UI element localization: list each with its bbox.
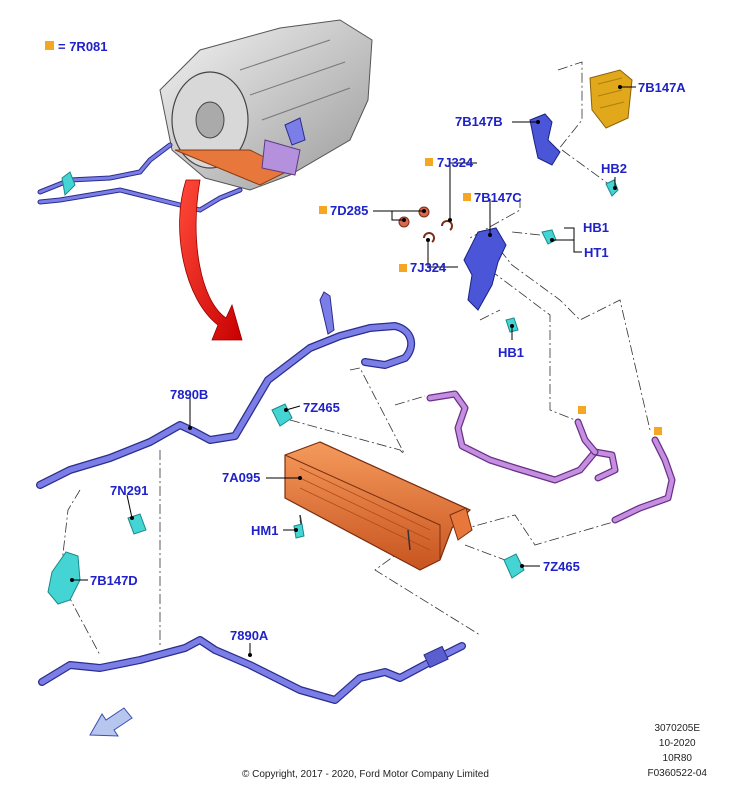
marker-7R081-a — [578, 406, 586, 414]
label-7A095: 7A095 — [222, 470, 260, 485]
leader-lines — [70, 85, 636, 657]
hose-lower — [611, 436, 676, 524]
legend-text: = 7R081 — [58, 39, 108, 54]
label-HB1-bottom: HB1 — [498, 345, 524, 360]
tube-7890A — [38, 636, 466, 704]
orientation-arrow-icon — [89, 707, 133, 737]
id-line: 10R80 — [662, 753, 692, 764]
label-7B147A: 7B147A — [638, 80, 686, 95]
bracket-7B147D — [47, 551, 81, 605]
tube-7890B — [36, 291, 416, 489]
clip-HM1 — [293, 523, 305, 539]
label-7J324-bottom: 7J324 — [410, 260, 447, 275]
label-7J324-top: 7J324 — [437, 155, 474, 170]
label-7Z465-top: 7Z465 — [303, 400, 340, 415]
bracket-7B147A — [589, 69, 633, 129]
transmission-illustration — [37, 19, 373, 213]
document-ids: 3070205E 10-2020 10R80 F0360522-04 — [648, 721, 708, 781]
label-7890A: 7890A — [230, 628, 269, 643]
label-7N291: 7N291 — [110, 483, 148, 498]
label-HM1: HM1 — [251, 523, 278, 538]
label-HB2: HB2 — [601, 161, 627, 176]
bracket-7B147C — [463, 227, 507, 311]
label-7Z465-bottom: 7Z465 — [543, 559, 580, 574]
id-line: F0360522-04 — [647, 768, 708, 779]
label-7B147B: 7B147B — [455, 114, 503, 129]
label-7B147D: 7B147D — [90, 573, 138, 588]
marker-7R081-7D285 — [319, 206, 327, 214]
hose-upper — [426, 390, 619, 484]
clip-HB1-HT1 — [541, 229, 557, 245]
clip-7Z465-bottom — [503, 553, 525, 579]
label-7890B: 7890B — [170, 387, 208, 402]
copyright-text: © Copyright, 2017 - 2020, Ford Motor Com… — [242, 769, 489, 780]
red-callout-arrow — [179, 179, 243, 341]
marker-7R081-7J324-top — [425, 158, 433, 166]
marker-7R081-7B147C — [463, 193, 471, 201]
marker-7R081-b — [654, 427, 662, 435]
label-7B147C: 7B147C — [474, 190, 522, 205]
id-line: 3070205E — [654, 723, 701, 734]
label-7D285: 7D285 — [330, 203, 368, 218]
marker-7R081-7J324-bottom — [399, 264, 407, 272]
cooler-7A095 — [284, 441, 473, 571]
legend-swatch — [45, 41, 54, 50]
bracket-7B147B — [529, 113, 561, 166]
label-HT1: HT1 — [584, 245, 609, 260]
id-line: 10-2020 — [658, 738, 696, 749]
clip-7Z465-top — [271, 403, 293, 427]
label-HB1-right: HB1 — [583, 220, 609, 235]
